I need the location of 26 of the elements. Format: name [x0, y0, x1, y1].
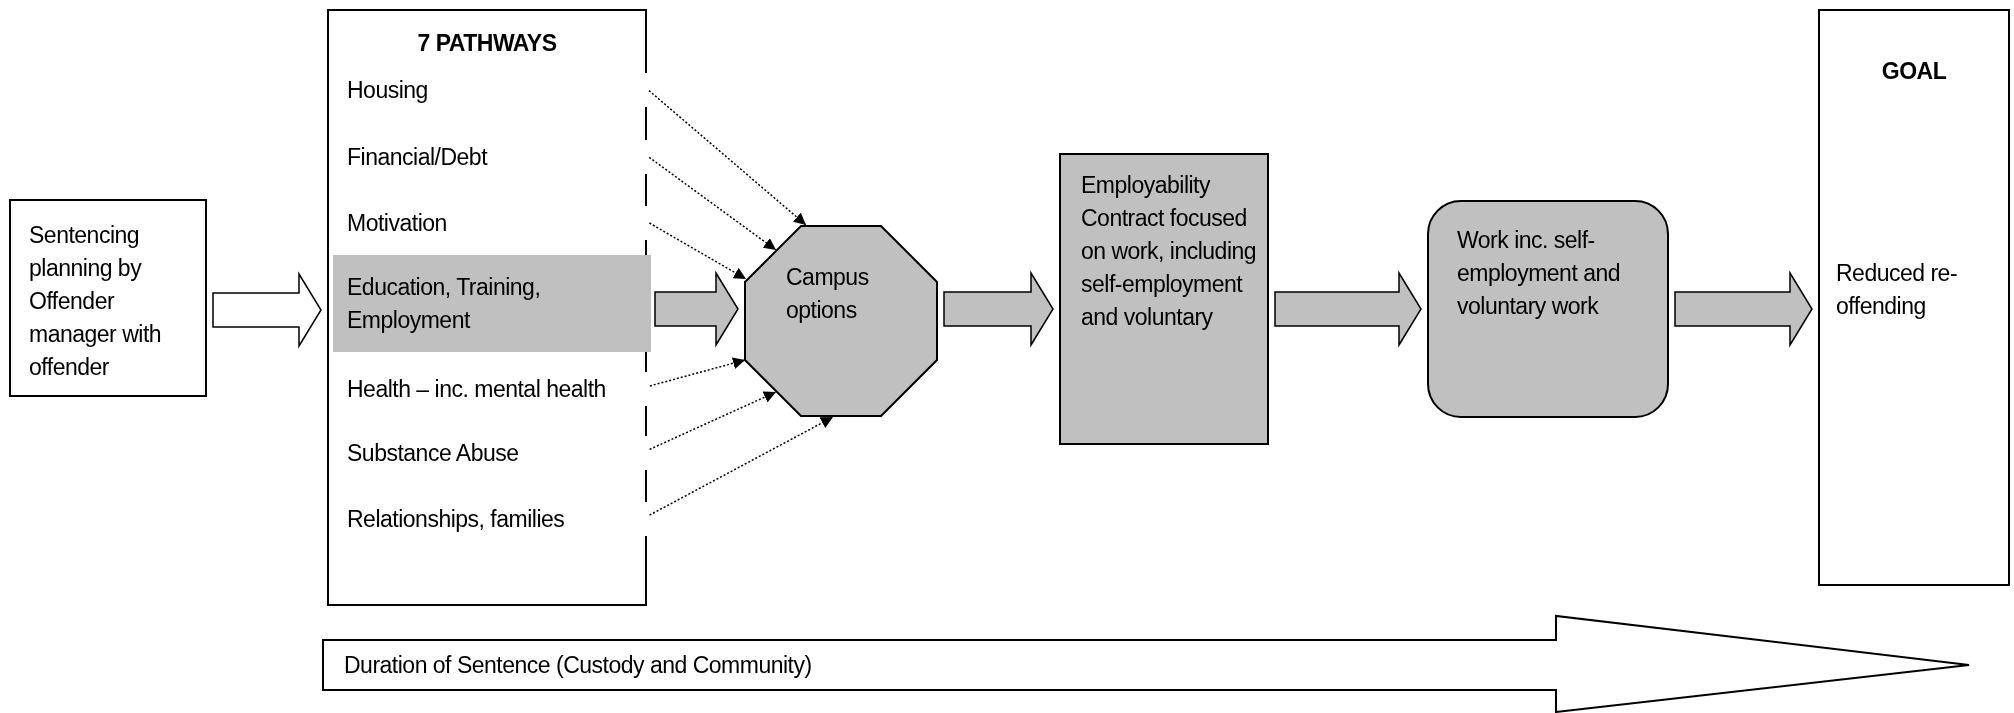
- block-arrow: [654, 270, 739, 348]
- rounded-box: [1427, 200, 1669, 418]
- list-item-text: Motivation: [347, 209, 447, 238]
- node-text: Sentencing planning by Offender manager with offender: [29, 221, 163, 382]
- list-item-text: Relationships, families: [347, 505, 565, 534]
- block-arrow: [1674, 270, 1813, 348]
- list-item-text: Financial/Debt: [347, 143, 488, 172]
- block-arrow: [1274, 270, 1422, 348]
- block-arrow: [212, 271, 322, 349]
- block-arrow: [943, 270, 1054, 348]
- node-text: Employability Contract focused on work, including self-employment and voluntary: [1081, 171, 1258, 332]
- process-box: [9, 199, 207, 397]
- heading: GOAL: [1880, 57, 1948, 86]
- node-text: Campus options: [786, 263, 870, 325]
- list-item-text: Health – inc. mental health: [347, 375, 606, 404]
- process-box: [1818, 9, 2010, 586]
- highlight-band: [333, 255, 651, 352]
- octagon-shape: [744, 225, 938, 417]
- list-item-text: Education, Training, Employment: [347, 273, 542, 335]
- list-item-text: Substance Abuse: [347, 439, 519, 468]
- process-box: [1059, 153, 1269, 445]
- arrow-label: Duration of Sentence (Custody and Community): [344, 651, 813, 680]
- heading: 7 PATHWAYS: [416, 29, 558, 58]
- node-text: Reduced re-offending: [1836, 259, 1959, 321]
- node-text: Work inc. self-employment and voluntary work: [1457, 226, 1622, 321]
- list-item-text: Housing: [347, 76, 428, 105]
